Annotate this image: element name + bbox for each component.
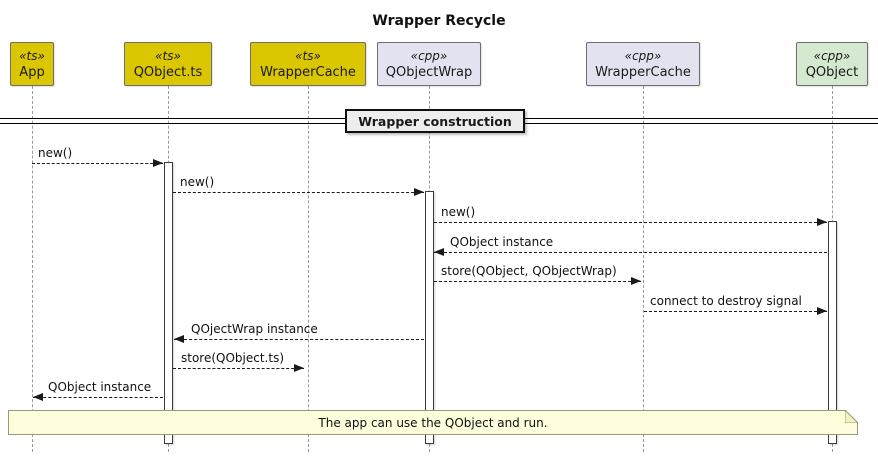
participant-wrappercache-cpp: «cpp»WrapperCache [586, 42, 700, 86]
activation-qobject-ts [163, 162, 173, 444]
message-arrowhead [631, 277, 641, 285]
message-line [173, 368, 304, 369]
message-label: new() [441, 205, 476, 219]
message-label: connect to destroy signal [650, 294, 802, 308]
participant-stereotype: «cpp» [410, 48, 448, 63]
message-arrowhead [817, 218, 827, 226]
participant-app: «ts»App [10, 42, 54, 86]
message-line [174, 339, 424, 340]
participant-name: App [19, 64, 45, 80]
participant-name: WrapperCache [595, 64, 691, 80]
message-arrowhead [153, 159, 163, 167]
message-line [434, 222, 827, 223]
participant-stereotype: «ts» [295, 48, 321, 63]
message-arrowhead [174, 335, 184, 343]
message-line [434, 252, 827, 253]
message-line [173, 192, 424, 193]
message-arrowhead [33, 393, 43, 401]
participant-stereotype: «ts» [19, 48, 45, 63]
participant-qobject-cpp: «cpp»QObject [796, 42, 868, 86]
participant-qobject-ts: «ts»QObject.ts [124, 42, 212, 86]
participant-stereotype: «ts» [155, 48, 181, 63]
participant-stereotype: «cpp» [624, 48, 662, 63]
message-label: QObject instance [450, 235, 554, 249]
lifeline-wrappercache-ts [308, 86, 309, 452]
divider-wrapper-construction: Wrapper construction [345, 109, 525, 133]
message-line [32, 163, 163, 164]
message-label: QOjectWrap instance [191, 322, 318, 336]
message-label: QObject instance [48, 380, 152, 394]
message-arrowhead [414, 188, 424, 196]
activation-qobject-cpp [827, 221, 837, 444]
lifeline-app [32, 86, 33, 452]
participant-qobjectwrap: «cpp»QObjectWrap [377, 42, 481, 86]
message-label: store(QObject, QObjectWrap) [441, 264, 617, 278]
message-arrowhead [817, 307, 827, 315]
participant-name: QObject [805, 64, 859, 80]
participant-name: QObjectWrap [385, 64, 473, 80]
diagram-title: Wrapper Recycle [372, 13, 506, 29]
participant-stereotype: «cpp» [813, 48, 851, 63]
message-arrowhead [294, 364, 304, 372]
lifeline-wrappercache-cpp [643, 86, 644, 452]
message-line [33, 397, 163, 398]
message-label: new() [180, 175, 215, 189]
note-box: The app can use the QObject and run. [8, 410, 858, 435]
note-text: The app can use the QObject and run. [318, 415, 548, 430]
message-line [644, 311, 827, 312]
participant-name: QObject.ts [133, 64, 203, 80]
message-label: new() [38, 146, 73, 160]
message-line [434, 281, 641, 282]
activation-qobjectwrap [424, 191, 434, 444]
divider-label: Wrapper construction [358, 113, 512, 129]
participant-name: WrapperCache [260, 64, 356, 80]
participant-wrappercache-ts: «ts»WrapperCache [250, 42, 366, 86]
message-label: store(QObject.ts) [181, 351, 285, 365]
message-arrowhead [434, 248, 444, 256]
